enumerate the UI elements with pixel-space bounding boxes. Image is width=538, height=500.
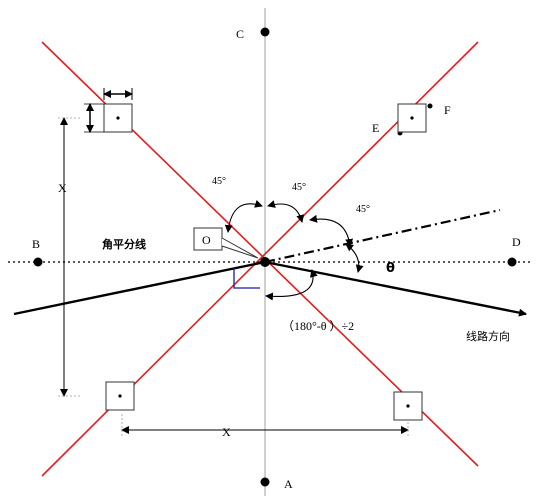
angle-arc-top-left (224, 199, 263, 233)
point-c-dot (260, 27, 270, 37)
route-line-left (13, 260, 266, 316)
bisector-line (264, 208, 501, 264)
point-o-pointer (221, 237, 259, 259)
label-e: E (372, 121, 379, 135)
label-o: O (202, 233, 211, 247)
label-c: C (236, 27, 244, 41)
label-x-horizontal: X (222, 425, 231, 439)
stake-box-top-right (397, 103, 427, 133)
stake-box-bottom-right (393, 391, 423, 421)
angle-arc-theta (345, 243, 364, 273)
angle-arc-bottom (265, 269, 318, 301)
right-angle-marker (233, 268, 260, 289)
point-a-dot (260, 477, 270, 487)
label-a: A (284, 477, 293, 491)
angle-arc-right (309, 214, 354, 247)
point-f-dot (427, 103, 433, 109)
label-formula: （180°-θ ）÷2 (282, 319, 354, 333)
point-d-dot (507, 257, 517, 267)
stake-box-top-left (103, 103, 133, 133)
label-bisector: 角平分线 (102, 237, 146, 251)
label-angle-right: 45° (356, 204, 370, 215)
route-line-right (264, 260, 527, 317)
label-b: B (32, 237, 40, 251)
angle-arc-top-mid (267, 200, 305, 223)
label-angle-top-mid: 45° (292, 182, 306, 193)
label-f: F (444, 103, 451, 117)
stake-box-bottom-left (105, 381, 135, 411)
point-b-dot (33, 257, 43, 267)
label-d: D (512, 235, 521, 249)
label-route-direction: 线路方向 (466, 329, 510, 343)
label-theta: θ (386, 261, 395, 276)
label-angle-top-left: 45° (212, 176, 226, 187)
center-point (260, 257, 270, 267)
label-x-vertical: X (58, 181, 67, 195)
